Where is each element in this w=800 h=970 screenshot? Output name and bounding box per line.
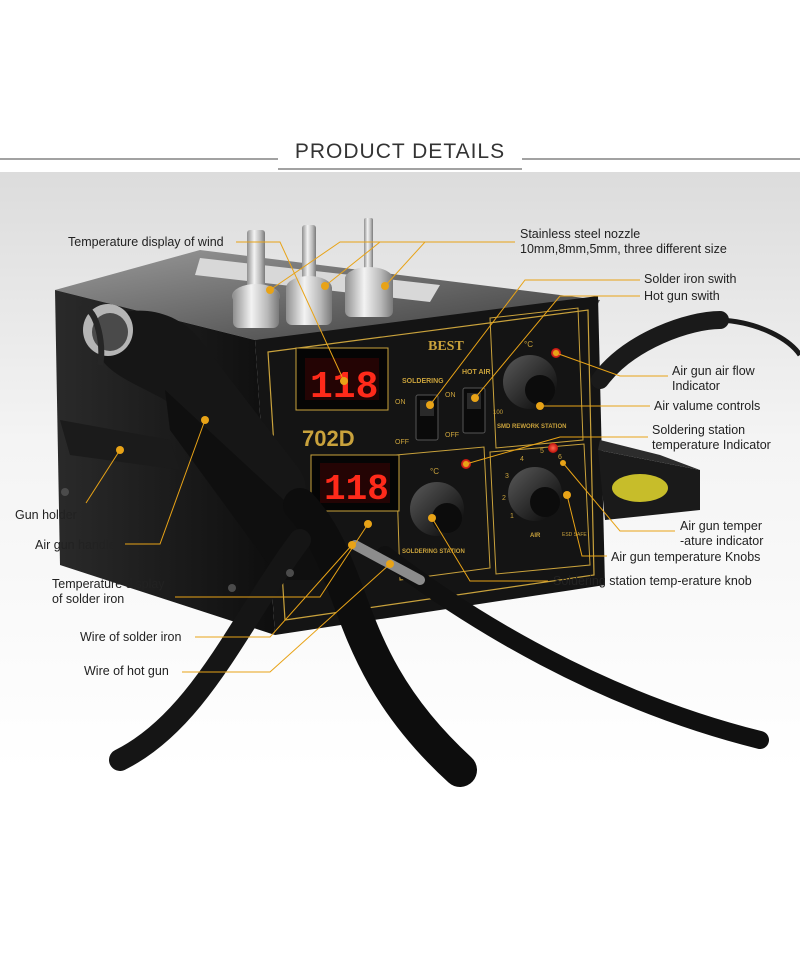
callout-air-temp-indicator: Air gun temper -ature indicator: [680, 519, 763, 549]
panel-label: SMD REWORK STATION: [497, 424, 566, 430]
callout-air-temp-ind-line2: -ature indicator: [680, 534, 764, 548]
callout-iron-display-line2: of solder iron: [52, 592, 125, 606]
air-scale-5: 5: [540, 448, 544, 455]
callout-airflow-line1: Air gun air flow: [672, 364, 755, 378]
callout-iron-display: Temperature display of solder iron: [52, 577, 165, 607]
callout-airflow-indicator: Air gun air flow Indicator: [672, 364, 755, 394]
soldering-temp-readout: 118: [310, 366, 378, 409]
air-scale-2: 2: [502, 495, 506, 502]
on-label-right: ON: [445, 392, 456, 399]
callout-solder-iron-switch: Solder iron swith: [644, 272, 737, 286]
air-scale-1: 1: [510, 513, 514, 520]
air-scale-3: 3: [505, 473, 509, 480]
station-label: SOLDERING STATION: [402, 549, 465, 555]
on-label-left: ON: [395, 399, 406, 406]
marker-100: 100: [493, 410, 504, 416]
callout-soldering-temp-line2: temperature Indicator: [652, 438, 771, 452]
callout-wire-hot-gun: Wire of hot gun: [84, 664, 169, 678]
air-scale: 1 2 3 4 5 6: [502, 448, 562, 520]
callout-nozzle-line2: 10mm,8mm,5mm, three different size: [520, 242, 727, 256]
callout-nozzle: Stainless steel nozzle 10mm,8mm,5mm, thr…: [520, 227, 727, 257]
leader-dots: [116, 282, 571, 568]
section-title: PRODUCT DETAILS: [294, 140, 506, 163]
callout-hot-gun-switch: Hot gun swith: [644, 289, 720, 303]
esd-label: ESD SAFE: [562, 532, 587, 538]
callout-gun-holder: Gun holder: [15, 508, 77, 522]
switch-soldering-label: SOLDERING: [402, 378, 444, 385]
callout-air-gun-handle: Air gun handle: [35, 538, 116, 552]
callout-nozzle-line1: Stainless steel nozzle: [520, 227, 641, 241]
callout-station-knob: Soldering station temp-erature knob: [553, 574, 752, 588]
model-label: 702D: [302, 426, 355, 451]
leader-lines: [85, 241, 675, 673]
air-scale-4: 4: [520, 456, 524, 463]
celsius-top: °C: [524, 340, 533, 349]
callout-iron-display-line1: Temperature display: [52, 577, 165, 591]
air-scale-6: 6: [558, 454, 562, 461]
celsius-bottom: °C: [430, 467, 439, 476]
off-label-right: OFF: [445, 432, 459, 439]
hot-air-temp-readout: 118: [324, 469, 389, 510]
air-label: AIR: [530, 533, 541, 539]
callout-airflow-line2: Indicator: [672, 379, 720, 393]
brand-logo: BEST: [428, 339, 464, 354]
callout-air-volume: Air valume controls: [654, 399, 761, 413]
callout-soldering-temp-line1: Soldering station: [652, 423, 746, 437]
callout-wire-solder-iron: Wire of solder iron: [80, 630, 182, 644]
callout-air-temp-knobs: Air gun temperature Knobs: [611, 550, 761, 564]
callout-air-temp-ind-line1: Air gun temper: [680, 519, 762, 533]
switch-hot-air-label: HOT AIR: [462, 369, 491, 376]
callout-temp-display-wind: Temperature display of wind: [68, 235, 224, 249]
callout-soldering-temp-indicator: Soldering station temperature Indicator: [652, 423, 771, 453]
off-label-left: OFF: [395, 439, 409, 446]
